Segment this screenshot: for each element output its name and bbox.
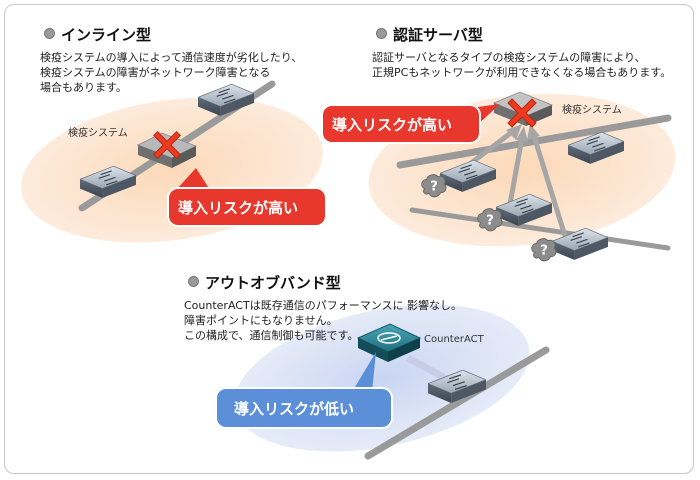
auth-arrow-heads <box>506 124 540 142</box>
inline-title-text: インライン型 <box>61 26 152 44</box>
bullet-icon <box>188 276 199 287</box>
auth-device-label: 検疫システム <box>562 105 622 116</box>
oob-device-label: CounterACT <box>424 334 484 345</box>
inline-risk-callout-bubble <box>167 168 327 227</box>
auth-risk-callout-bubble <box>321 104 500 144</box>
auth-title: 認証サーバ型 <box>376 24 483 45</box>
counteract-device-icon <box>356 323 422 362</box>
auth-title-text: 認証サーバ型 <box>393 26 483 44</box>
inline-device-label: 検疫システム <box>68 128 128 139</box>
bullet-icon <box>376 28 387 39</box>
oob-risk-callout-bubble <box>215 352 393 429</box>
inline-area-bg <box>21 97 323 243</box>
inline-title: インライン型 <box>44 24 151 45</box>
oob-network-line <box>364 346 550 460</box>
oob-title: アウトオブバンド型 <box>188 272 341 293</box>
inline-risk-label: 導入リスクが高い <box>178 199 299 217</box>
auth-risk-label: 導入リスクが高い <box>332 116 453 134</box>
oob-description: CounterACTは既存通信のパフォーマンスに 影響なし。 障害ポイントにもな… <box>184 299 462 342</box>
auth-description: 認証サーバとなるタイプの検疫システムの障害により、 正規PCもネットワークが利用… <box>372 51 672 79</box>
inline-description: 検疫システムの導入によって通信速度が劣化したり、 検疫システムの障害がネットワー… <box>40 51 303 94</box>
oob-risk-label: 導入リスクが低い <box>234 400 355 418</box>
auth-network-line <box>409 207 671 251</box>
bullet-icon <box>44 28 55 39</box>
oob-title-text: アウトオブバンド型 <box>205 274 341 292</box>
